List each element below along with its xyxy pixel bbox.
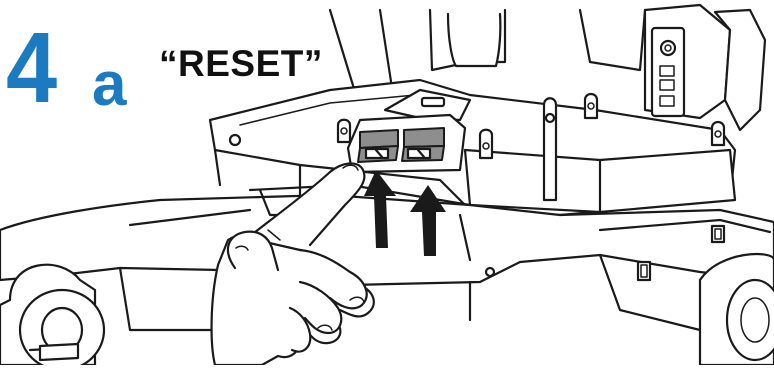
left-wheel	[0, 265, 104, 365]
machine-body	[210, 5, 765, 215]
right-wheel	[700, 254, 774, 365]
reset-switch-right	[402, 128, 444, 161]
reset-label: “RESET”	[159, 44, 323, 84]
step-number: 4	[6, 18, 57, 118]
switch-bracket	[348, 115, 465, 172]
reset-switch-left	[358, 130, 398, 162]
step-letter: a	[92, 54, 126, 116]
